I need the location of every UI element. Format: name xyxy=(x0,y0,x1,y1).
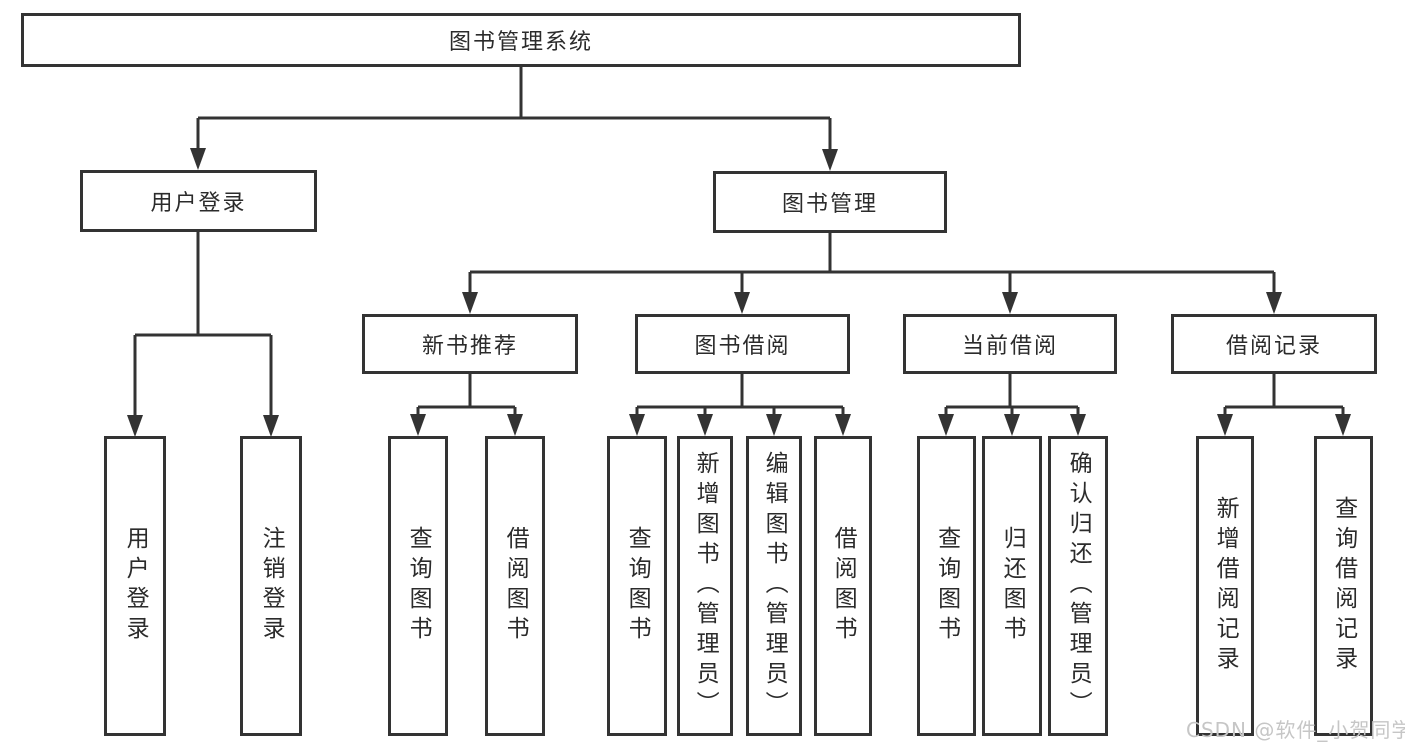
node-borrow-records: 借阅记录 xyxy=(1171,314,1377,374)
node-book-management: 图书管理 xyxy=(713,171,947,233)
leaf-label: 借阅图书 xyxy=(830,526,857,646)
leaf-query-borrow-record: 查询借阅记录 xyxy=(1314,436,1373,736)
connector-arrowheads xyxy=(127,148,1351,437)
leaf-label: 注销登录 xyxy=(258,526,285,646)
leaf-label: 编辑图书（管理员） xyxy=(761,451,788,721)
leaf-edit-books-admin: 编辑图书（管理员） xyxy=(746,436,802,736)
node-user-login: 用户登录 xyxy=(80,170,317,232)
leaf-query-books-1: 查询图书 xyxy=(388,436,448,736)
node-library-system: 图书管理系统 xyxy=(21,13,1021,67)
node-book-borrow: 图书借阅 xyxy=(635,314,850,374)
leaf-user-login: 用户登录 xyxy=(104,436,166,736)
leaf-borrow-books-2: 借阅图书 xyxy=(814,436,872,736)
leaf-add-borrow-record: 新增借阅记录 xyxy=(1196,436,1254,736)
leaf-label: 新增借阅记录 xyxy=(1212,496,1239,676)
leaf-query-books-2: 查询图书 xyxy=(607,436,667,736)
leaf-logout: 注销登录 xyxy=(240,436,302,736)
leaf-confirm-return-admin: 确认归还（管理员） xyxy=(1048,436,1108,736)
leaf-add-books-admin: 新增图书（管理员） xyxy=(677,436,733,736)
leaf-borrow-books-1: 借阅图书 xyxy=(485,436,545,736)
leaf-label: 用户登录 xyxy=(122,526,149,646)
leaf-label: 确认归还（管理员） xyxy=(1065,451,1092,721)
csdn-watermark: CSDN @软件_小贺同学 xyxy=(1186,718,1405,742)
leaf-label: 归还图书 xyxy=(999,526,1026,646)
leaf-return-books: 归还图书 xyxy=(982,436,1042,736)
leaf-label: 查询图书 xyxy=(624,526,651,646)
node-new-book-recommend: 新书推荐 xyxy=(362,314,578,374)
leaf-label: 查询借阅记录 xyxy=(1330,496,1357,676)
node-current-borrow: 当前借阅 xyxy=(903,314,1117,374)
leaf-label: 新增图书（管理员） xyxy=(692,451,719,721)
leaf-query-books-3: 查询图书 xyxy=(917,436,976,736)
leaf-label: 查询图书 xyxy=(933,526,960,646)
leaf-label: 借阅图书 xyxy=(502,526,529,646)
leaf-label: 查询图书 xyxy=(405,526,432,646)
